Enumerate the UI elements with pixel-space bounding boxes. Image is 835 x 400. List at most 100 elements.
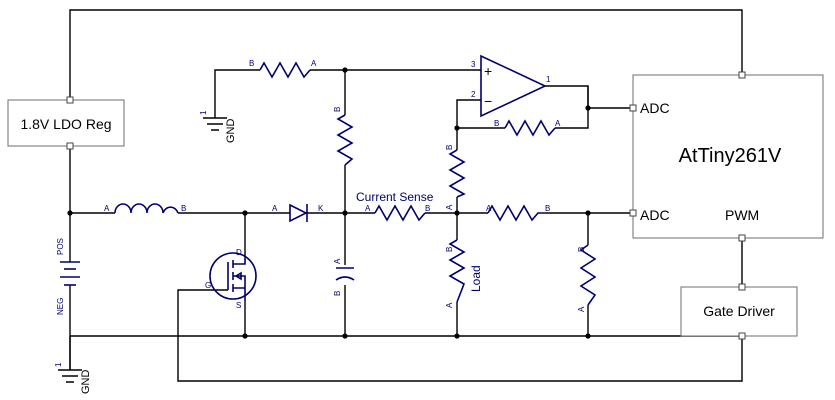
resistor-node: A B	[486, 204, 550, 222]
pin-letter: A	[577, 306, 586, 312]
junction-dot	[454, 125, 460, 131]
resistor-zigzag	[259, 61, 311, 79]
resistor-zigzag	[374, 204, 426, 222]
pin-number: 1	[199, 110, 208, 115]
pin-marker	[66, 142, 74, 150]
diode-triangle	[289, 203, 308, 223]
junction-dot	[342, 67, 348, 73]
resistor-zigzag	[448, 239, 466, 303]
pin-marker	[738, 283, 746, 291]
junctions	[67, 67, 591, 339]
pin-letter: A	[445, 204, 454, 210]
mosfet-drain-lead	[233, 258, 246, 265]
ldo-box	[7, 99, 125, 147]
pin-marker	[66, 96, 74, 104]
op-amp: + − 3 2 1	[471, 54, 551, 118]
pin-marker	[738, 71, 746, 79]
pin-letter: A	[486, 204, 492, 213]
pin-letter: B	[333, 107, 342, 112]
pin-letter: B	[181, 204, 186, 213]
gate-driver-block[interactable]: Gate Driver	[680, 283, 798, 340]
resistor-zigzag	[504, 119, 556, 137]
resistor-load: B A Load	[445, 239, 483, 308]
wire-top-rail	[69, 9, 743, 100]
wire-gnd-ref	[214, 69, 260, 118]
resistor-zigzag	[336, 114, 354, 166]
junction-dot	[242, 210, 248, 216]
battery-pos-label: POS	[56, 238, 65, 255]
ldo-label: 1.8V LDO Reg	[20, 116, 111, 132]
pin-number: 1	[54, 362, 63, 367]
mcu-pin-adc-top: ADC	[640, 100, 670, 116]
pin-letter: D	[236, 248, 242, 257]
pin-letter: B	[249, 59, 254, 68]
resistor-current-sense: A B Current Sense	[356, 190, 434, 222]
wires	[69, 9, 743, 382]
op-amp-minus: −	[484, 93, 492, 109]
mcu-block[interactable]: AtTiny261V ADC ADC PWM	[629, 71, 824, 242]
ground-symbol-top: 1 GND	[199, 110, 237, 143]
wire-opamp-minus	[456, 99, 481, 150]
mosfet-body	[209, 252, 257, 300]
current-sense-label: Current Sense	[356, 190, 434, 204]
junction-dot	[342, 210, 348, 216]
pin-letter: A	[365, 204, 371, 213]
mcu-pin-adc-bottom: ADC	[640, 207, 670, 223]
resistor-zigzag	[579, 244, 597, 306]
inductor: A B	[104, 203, 186, 214]
pin-letter: A	[272, 204, 278, 213]
mcu-box	[632, 74, 824, 239]
pin-marker	[629, 104, 637, 112]
pin-letter: B	[577, 247, 586, 252]
pin-letter: A	[445, 302, 454, 308]
junction-dot	[342, 333, 348, 339]
junction-dot	[585, 105, 591, 111]
resistor-feedback: B A	[494, 119, 561, 137]
resistor-divider: B	[333, 107, 354, 166]
pin-letter: A	[311, 59, 317, 68]
ground-symbol-bottom: 1 GND	[54, 362, 92, 394]
resistor-ref: B A	[249, 59, 317, 79]
pin-letter: B	[545, 204, 550, 213]
junction-dot	[585, 210, 591, 216]
inductor-coil	[114, 203, 179, 214]
capacitor: A B	[333, 258, 355, 296]
wire-opamp-out	[545, 85, 633, 109]
pin-number: 2	[471, 90, 476, 99]
op-amp-triangle	[480, 54, 547, 118]
junction-dot	[242, 333, 248, 339]
pin-letter: G	[205, 281, 211, 290]
pin-letter: A	[333, 258, 342, 264]
pin-letter: B	[425, 204, 430, 213]
resistor-right: B A	[577, 244, 597, 312]
pin-letter: A	[555, 119, 561, 128]
ground-label: GND	[80, 370, 92, 395]
wire-gate	[177, 289, 743, 382]
ground-label: GND	[225, 119, 237, 144]
pin-marker	[629, 209, 637, 217]
pin-letter: S	[236, 301, 241, 310]
capacitor-plate-bottom	[335, 276, 355, 281]
ldo-regulator-block[interactable]: 1.8V LDO Reg	[7, 96, 125, 150]
mcu-label: AtTiny261V	[679, 145, 782, 167]
battery: POS NEG	[56, 238, 80, 315]
pin-marker	[738, 234, 746, 242]
pin-letter: K	[318, 204, 324, 213]
pin-letter: B	[333, 291, 342, 296]
junction-dot	[454, 210, 460, 216]
pin-number: 1	[546, 75, 551, 84]
pin-letter: B	[445, 247, 454, 252]
gate-driver-box	[680, 286, 798, 337]
gate-driver-label: Gate Driver	[703, 303, 775, 319]
pin-letter: B	[445, 145, 454, 150]
resistor-zigzag	[448, 149, 466, 198]
junction-dot	[585, 333, 591, 339]
resistor-mid: B A	[445, 145, 466, 210]
battery-neg-label: NEG	[56, 298, 65, 315]
mosfet-arrow	[234, 271, 242, 281]
ground-lines	[58, 369, 82, 383]
pin-marker	[738, 332, 746, 340]
junction-dot	[67, 210, 73, 216]
resistor-zigzag	[487, 204, 546, 222]
